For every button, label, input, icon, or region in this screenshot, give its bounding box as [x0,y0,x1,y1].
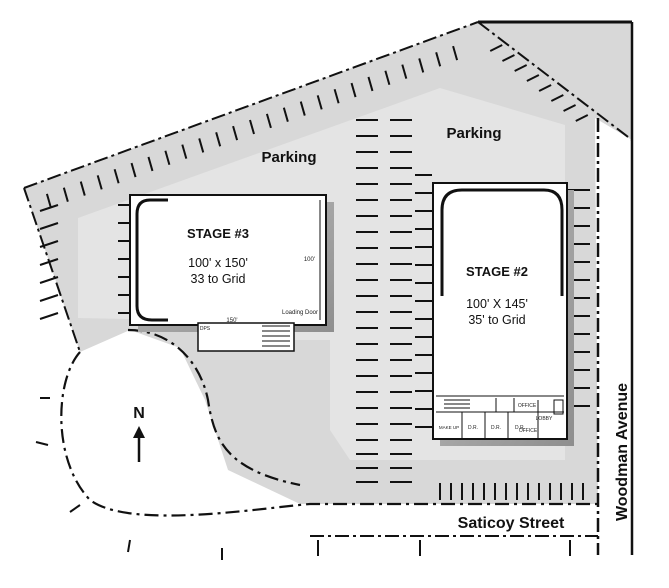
woodman-avenue-edge [596,22,634,555]
stage-3-side-dimension: 100' [304,257,315,263]
parking-stall-line [501,54,515,62]
stage-3-bottom-dimension: 150' [226,318,237,324]
parking-stall-line [514,64,528,72]
parking-stall-line [39,294,59,302]
parking-stall-line [96,175,103,190]
parking-stall-line [418,58,425,73]
stage-3-steps [262,325,290,347]
parking-stall-line [113,168,120,184]
saticoy-street-label: Saticoy Street [458,515,565,532]
stage-3-name: STAGE #3 [187,226,249,241]
stage-3-grid: 33 to Grid [191,272,246,286]
parking-stall-line [181,144,188,159]
stage-2-name: STAGE #2 [466,264,528,279]
parking-stall-line [538,84,552,92]
parking-stall-line [550,94,564,102]
parking-stall-line [452,45,459,61]
stage-2-footprint [432,182,568,440]
parking-stall-line [215,132,222,147]
stage-3-annex [197,322,295,352]
parking-stall-line [350,82,357,98]
parking-stall-line [489,44,503,52]
parking-stall-line [39,222,59,230]
driveway-inner-loop [127,328,301,487]
parking-stall-line [526,74,540,82]
stage-3-interior-outline [135,198,168,322]
parking-stall-line [265,113,272,129]
stage-2-room-dividers [436,398,564,438]
lot-outline [23,20,633,353]
parking-stall-line [39,204,59,212]
parking-stall-line [563,104,577,112]
stage-2-interior-outline [440,188,564,296]
parking-stall-line [282,107,289,122]
left-ticks [35,397,223,560]
parking-stall-line [232,125,239,141]
parking-stall-line [130,162,137,178]
room-dr-2: D.R. [491,425,501,431]
driveway-loop [60,351,598,517]
north-arrow: N [133,405,145,462]
parking-stall-line [164,150,171,166]
parking-label-left: Parking [261,149,316,166]
parking-stall-line [39,312,59,320]
room-dr-3: D.R. [515,425,525,431]
parking-stall-line [198,138,205,153]
parking-stall-line [333,88,340,104]
room-dr-1: D.R. [468,425,478,431]
parking-stall-line [45,193,52,209]
parking-stall-line [401,64,408,79]
parking-stall-line [62,187,69,202]
room-office-top: OFFICE [518,403,537,409]
north-label: N [133,405,145,422]
parking-label-right: Parking [446,125,501,142]
parking-stall-line [249,119,255,135]
parking-stall-line [575,114,589,122]
room-makeup: MAKE UP [439,425,459,430]
parking-stall-line [299,101,306,116]
saticoy-street-edge [310,535,598,556]
stage-2-grid: 35' to Grid [468,313,525,327]
stage-3-footprint [129,194,327,326]
stage-3-building: STAGE #3 100' x 150' 33 to Grid 100' 150… [129,194,334,352]
stage-3-tag: DPS [200,326,211,332]
stage-2-dimensions: 100' X 145' [466,297,528,311]
stage-3-dimensions: 100' x 150' [188,256,248,270]
parking-stall-line [384,70,391,86]
parking-stall-line [367,76,374,92]
parking-stall-line [316,95,323,110]
parking-stall-line [79,181,86,196]
parking-stall-line [435,52,442,67]
woodman-avenue-label: Woodman Avenue [614,383,631,521]
room-office-bottom: OFFICE [519,428,538,434]
stage-3-loading-door: Loading Door [282,310,318,316]
room-lobby: LOBBY [536,416,553,422]
north-arrow-head [133,426,145,438]
stage-2-building: STAGE #2 100' X 145' 35' to Grid OFFICE … [432,182,574,446]
parking-stall-line [147,156,154,172]
